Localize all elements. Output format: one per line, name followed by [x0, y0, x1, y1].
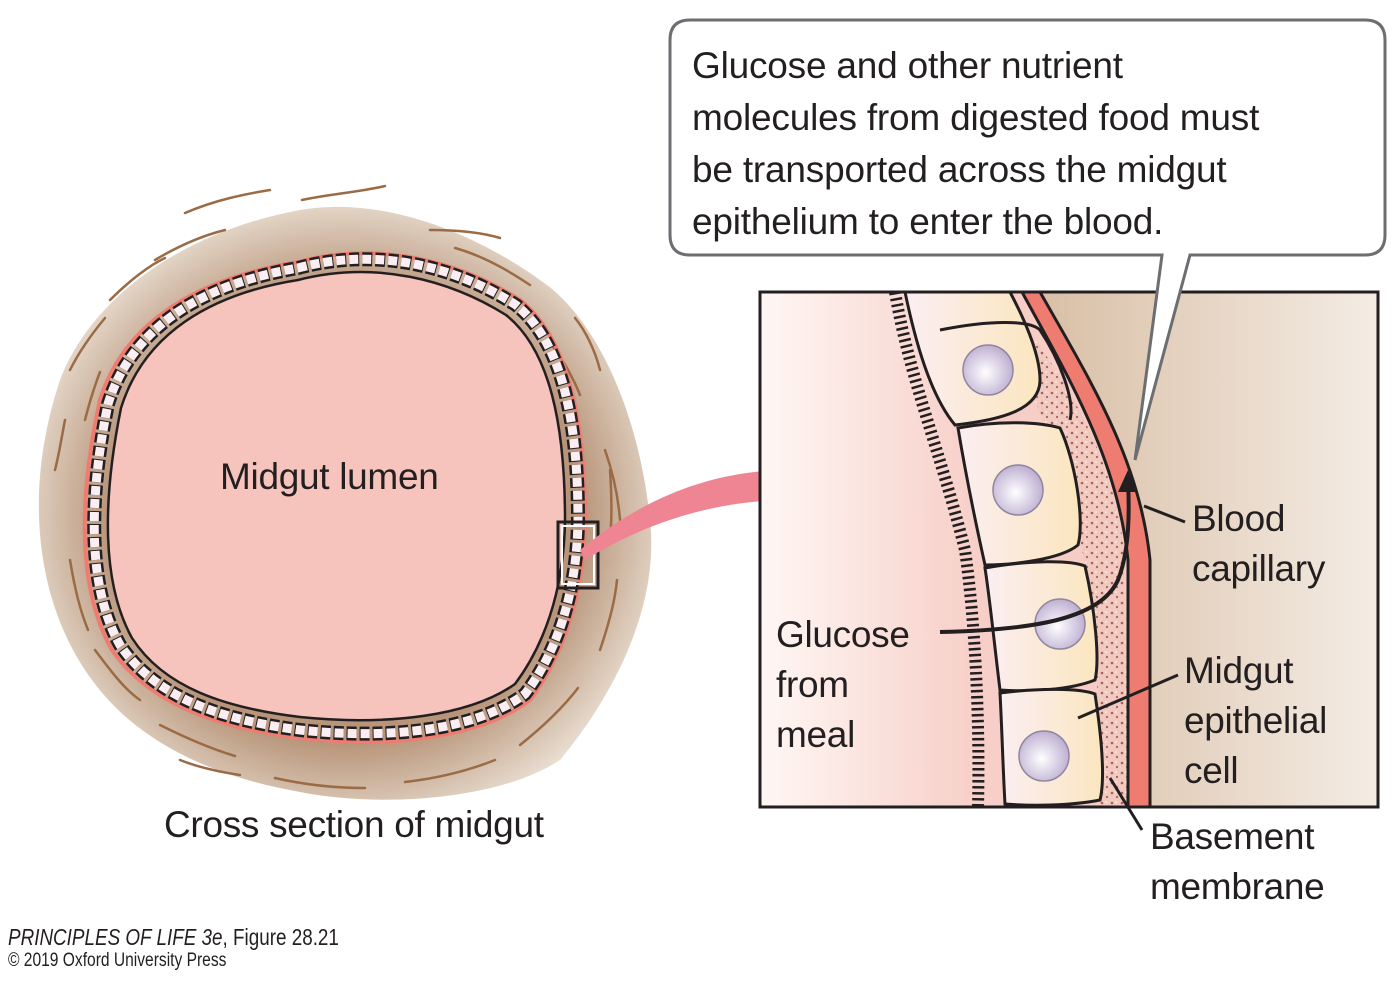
figure-ref: , Figure 28.21 — [222, 924, 339, 950]
detail-selection-box — [556, 520, 600, 590]
cell-nuclei — [962, 344, 1086, 782]
callout-line: be transported across the midgut — [692, 149, 1227, 190]
epithelial-cell-label: Midgut epithelial cell — [1184, 646, 1327, 796]
cross-section-caption: Cross section of midgut — [164, 804, 544, 845]
label-line: Glucose — [776, 614, 910, 655]
glucose-label: Glucose from meal — [776, 610, 910, 760]
midgut-cross-section — [38, 184, 652, 800]
glucose-transport-arrow — [939, 481, 1131, 634]
callout-line: Glucose and other nutrient — [692, 45, 1123, 86]
callout-line: epithelium to enter the blood. — [692, 201, 1164, 242]
midgut-lumen-label: Midgut lumen — [220, 456, 439, 497]
label-line: meal — [776, 714, 855, 755]
label-line: capillary — [1192, 548, 1326, 589]
label-line: cell — [1184, 750, 1239, 791]
label-leader-lines — [1077, 504, 1186, 831]
figure-credit: PRINCIPLES OF LIFE 3e, Figure 28.21 — [8, 924, 339, 951]
detail-panel — [760, 292, 1378, 807]
label-line: epithelial — [1184, 700, 1328, 741]
copyright-notice: © 2019 Oxford University Press — [8, 950, 227, 971]
label-line: Basement — [1150, 816, 1315, 857]
callout-text: Glucose and other nutrient molecules fro… — [692, 40, 1372, 248]
basement-membrane-label: Basement membrane — [1150, 812, 1325, 912]
blood-capillary-label: Blood capillary — [1192, 494, 1325, 594]
book-title: PRINCIPLES OF LIFE 3e — [8, 924, 223, 950]
arrowhead-icon — [1118, 470, 1138, 492]
label-line: Blood — [1192, 498, 1286, 539]
label-line: from — [776, 664, 849, 705]
midgut-lumen — [106, 270, 567, 722]
blood-capillary — [1020, 292, 1152, 807]
label-line: Midgut — [1184, 650, 1294, 691]
callout-line: molecules from digested food must — [692, 97, 1260, 138]
callout-bubble — [668, 18, 1387, 461]
label-line: membrane — [1150, 866, 1325, 907]
